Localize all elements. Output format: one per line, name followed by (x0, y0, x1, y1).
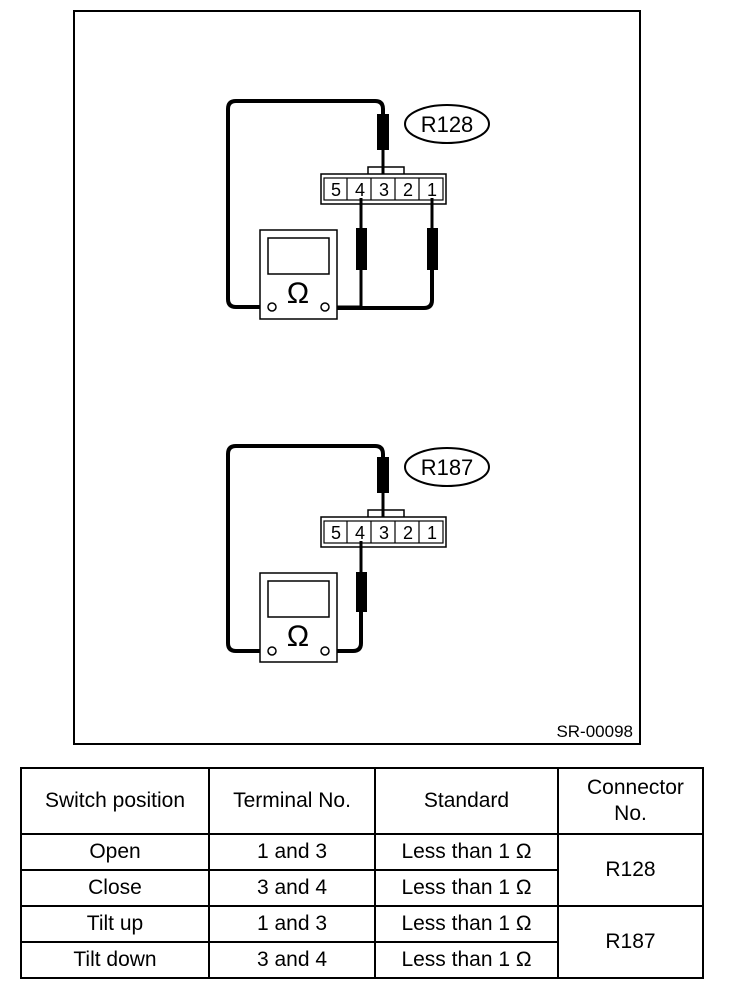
connector-pin-label: 5 (331, 180, 341, 200)
table-header-row: Switch position Terminal No. Standard Co… (20, 767, 704, 835)
header-standard: Standard (374, 767, 559, 835)
meter-terminal-right (320, 646, 330, 656)
ohmmeter: Ω (259, 229, 338, 320)
probe-pin4 (356, 228, 367, 270)
figure-id: SR-00098 (556, 722, 633, 741)
cell-position: Tilt up (20, 905, 210, 943)
cell-standard: Less than 1 Ω (374, 869, 559, 907)
cell-connector: R128 (557, 833, 704, 907)
cell-terminal: 1 and 3 (208, 905, 376, 943)
cell-position: Open (20, 833, 210, 871)
cell-standard: Less than 1 Ω (374, 905, 559, 943)
table-row: Open 1 and 3 Less than 1 Ω R128 (20, 833, 704, 907)
probe-pin3 (377, 114, 389, 150)
connector-pin-label: 1 (427, 180, 437, 200)
terminal-spec-table: Switch position Terminal No. Standard Co… (20, 767, 704, 979)
header-switch-position: Switch position (20, 767, 210, 835)
ohm-symbol: Ω (287, 277, 309, 310)
connector-label-bubble (404, 447, 490, 487)
connector-label: R128 (421, 112, 474, 137)
cell-position: Tilt down (20, 941, 210, 979)
table-row: Tilt down 3 and 4 Less than 1 Ω (20, 941, 703, 979)
probe-pin1 (427, 228, 438, 270)
probe-pin3 (377, 457, 389, 493)
meter-terminal-right (320, 302, 330, 312)
wire-pin4 (329, 612, 363, 653)
wiring-diagram: 5 4 3 2 1 R128 Ω (73, 10, 641, 745)
header-connector-no: Connector No. (557, 767, 704, 835)
cell-terminal: 1 and 3 (208, 833, 376, 871)
meter-display (267, 237, 330, 275)
connector-pin-label: 5 (331, 523, 341, 543)
cell-position: Close (20, 869, 210, 907)
connector-pin-label: 2 (403, 523, 413, 543)
connector-body (320, 516, 447, 548)
cell-standard: Less than 1 Ω (374, 833, 559, 871)
connector-pin-label: 1 (427, 523, 437, 543)
connector-label: R187 (421, 455, 474, 480)
ohm-symbol: Ω (287, 620, 309, 653)
probe-pin4 (356, 572, 367, 612)
ohmmeter: Ω (259, 572, 338, 663)
header-terminal-no: Terminal No. (208, 767, 376, 835)
meter-terminal-left (267, 646, 277, 656)
wire-loop (226, 99, 385, 309)
connector-pin-label: 4 (355, 523, 365, 543)
connector-r187: 5 4 3 2 1 (320, 509, 447, 548)
table-row: Tilt up 1 and 3 Less than 1 Ω R187 (20, 905, 704, 979)
figure-frame (73, 10, 641, 745)
connector-body (320, 173, 447, 205)
connector-label-bubble (404, 104, 490, 144)
connector-pin-label: 3 (379, 523, 389, 543)
wire-loop (226, 444, 385, 653)
cell-terminal: 3 and 4 (208, 941, 376, 979)
test-setup-r187: 5 4 3 2 1 R187 Ω (226, 444, 490, 663)
table-row: Close 3 and 4 Less than 1 Ω (20, 869, 703, 907)
wire-pin1 (329, 270, 434, 310)
connector-pin-label: 4 (355, 180, 365, 200)
connector-r128: 5 4 3 2 1 (320, 166, 447, 205)
cell-terminal: 3 and 4 (208, 869, 376, 907)
cell-standard: Less than 1 Ω (374, 941, 559, 979)
test-setup-r128: 5 4 3 2 1 R128 Ω (226, 99, 490, 320)
connector-pin-label: 2 (403, 180, 413, 200)
cell-connector: R187 (557, 905, 704, 979)
meter-display (267, 580, 330, 618)
meter-terminal-left (267, 302, 277, 312)
connector-pin-label: 3 (379, 180, 389, 200)
